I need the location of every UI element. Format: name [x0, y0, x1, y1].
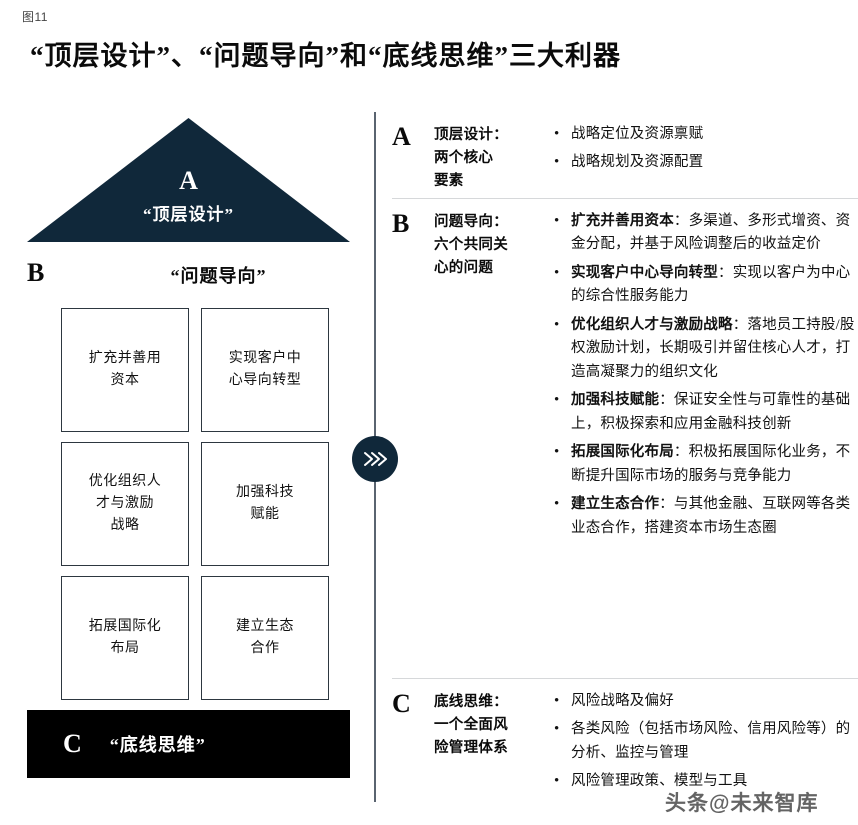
bottom-line-bar: C “底线思维” — [27, 710, 350, 778]
initiative-box[interactable]: 拓展国际化布局 — [61, 576, 189, 700]
bullet-text: ：与其他金融、互联网等各类业态合作，搭建资本市场生态圈 — [571, 496, 851, 536]
bullet-item: 拓展国际化布局：积极拓展国际化业务，不断提升国际市场的服务与竞争能力 — [552, 440, 858, 488]
bullet-text: ：保证安全性与可靠性的基础上，积极探索和应用金融科技创新 — [571, 392, 851, 432]
triangle-shape-icon — [27, 118, 350, 242]
middle-letter: B — [27, 258, 45, 287]
initiative-box[interactable]: 优化组织人才与激励战略 — [61, 442, 189, 566]
bullet-bold: 扩充并善用资本 — [571, 213, 674, 229]
section-a-bullets: 战略定位及资源禀赋 战略规划及资源配置 — [552, 120, 858, 188]
bullet-text: ：实现以客户为中心的综合性服务能力 — [571, 264, 851, 305]
chevron-glyph — [364, 452, 387, 466]
figure-number: 图11 — [22, 10, 48, 24]
bullet-text: ：积极拓展国际化业务，不断提升国际市场的服务与竞争能力 — [571, 444, 851, 484]
bullet-item: 建立生态合作：与其他金融、互联网等各类业态合作，搭建资本市场生态圈 — [552, 492, 858, 540]
bullet-bold: 建立生态合作 — [571, 496, 660, 513]
triangle-label: “顶层设计” — [143, 205, 234, 224]
section-a-heading: 顶层设计：两个核心要素 — [434, 127, 508, 190]
top-design-triangle: A “顶层设计” — [27, 118, 350, 242]
section-c-heading: 底线思维：一个全面风险管理体系 — [434, 694, 508, 757]
bullet-item: 战略规划及资源配置 — [552, 150, 858, 175]
bullet-item: 扩充并善用资本：多渠道、多形式增资、资金分配，并基于风险调整后的收益定价 — [552, 209, 858, 257]
section-b-heading: 问题导向：六个共同关心的问题 — [434, 214, 508, 277]
bullet-item: 实现客户中心导向转型：实现以客户为中心的综合性服务能力 — [552, 261, 858, 309]
bullet-text: 战略定位及资源禀赋 — [571, 126, 704, 142]
bullet-item: 加强科技赋能：保证安全性与可靠性的基础上，积极探索和应用金融科技创新 — [552, 388, 858, 436]
bullet-item: 风险战略及偏好 — [552, 689, 858, 714]
initiative-box[interactable]: 加强科技赋能 — [201, 442, 329, 566]
section-c-letter: C — [392, 689, 411, 718]
section-c-bullets: 风险战略及偏好 各类风险（包括市场风险、信用风险等）的分析、监控与管理 风险管理… — [552, 687, 858, 808]
middle-section-header: B “问题导向” — [27, 258, 350, 298]
bullet-item: 战略定位及资源禀赋 — [552, 122, 858, 147]
bullet-item: 风险管理政策、模型与工具 — [552, 769, 858, 794]
bullet-bold: 优化组织人才与激励战略 — [571, 316, 733, 333]
bullet-bold: 实现客户中心导向转型 — [571, 264, 718, 281]
bullet-text: 风险战略及偏好 — [571, 693, 674, 709]
initiative-box[interactable]: 实现客户中心导向转型 — [201, 308, 329, 432]
bullet-item: 优化组织人才与激励战略：落地员工持股/股权激励计划，长期吸引并留住核心人才，打造… — [552, 313, 858, 384]
section-b-letter: B — [392, 209, 410, 238]
bullet-item: 各类风险（包括市场风险、信用风险等）的分析、监控与管理 — [552, 717, 858, 765]
watermark: 头条@未来智库 — [665, 792, 819, 815]
triple-chevron-right-icon — [352, 436, 398, 482]
bottom-label: “底线思维” — [109, 735, 206, 755]
bullet-text: 风险管理政策、模型与工具 — [571, 773, 748, 790]
left-diagram-pane: A “顶层设计” B “问题导向” 扩充并善用资本 实现客户中心导向转型 优化组… — [0, 110, 378, 810]
section-b-bullets: 扩充并善用资本：多渠道、多形式增资、资金分配，并基于风险调整后的收益定价 实现客… — [552, 207, 858, 668]
initiative-box[interactable]: 扩充并善用资本 — [61, 308, 189, 432]
bullet-text: ：多渠道、多形式增资、资金分配，并基于风险调整后的收益定价 — [571, 213, 851, 253]
initiative-box[interactable]: 建立生态合作 — [201, 576, 329, 700]
middle-label: “问题导向” — [170, 266, 267, 286]
triangle-letter: A — [179, 166, 198, 195]
bullet-text: ：落地员工持股/股权激励计划，长期吸引并留住核心人才，打造高凝聚力的组织文化 — [571, 316, 855, 380]
bullet-text: 战略规划及资源配置 — [571, 154, 704, 171]
bullet-text: 各类风险（包括市场风险、信用风险等）的分析、监控与管理 — [571, 721, 851, 761]
key-initiatives-grid: 扩充并善用资本 实现客户中心导向转型 优化组织人才与激励战略 加强科技赋能 拓展… — [61, 308, 329, 700]
section-a-letter: A — [392, 122, 411, 151]
bottom-letter: C — [63, 729, 82, 758]
bullet-bold: 拓展国际化布局 — [571, 444, 674, 461]
page-title: “顶层设计”、“问题导向”和“底线思维”三大利器 — [30, 41, 621, 71]
bullet-bold: 加强科技赋能 — [571, 392, 660, 409]
